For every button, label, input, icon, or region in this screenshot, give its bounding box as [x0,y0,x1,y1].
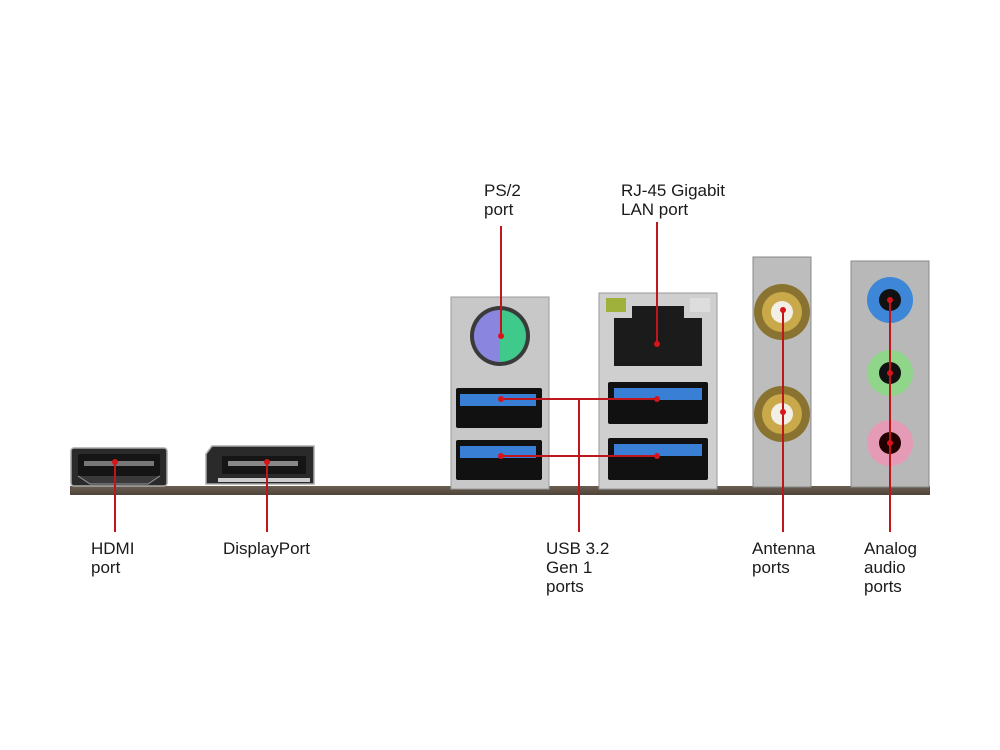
hdmi-leader [114,462,116,532]
audio-dot-1 [887,297,893,303]
usb-dot-1 [498,396,504,402]
displayport-connector [205,445,315,485]
audio-leader [889,300,891,532]
audio-label: Analog audio ports [864,539,917,596]
antenna-label: Antenna ports [752,539,816,577]
rj45-label: RJ-45 Gigabit LAN port [621,181,725,219]
usb-leader-vertical [578,398,580,532]
displayport-dot [264,459,270,465]
audio-dot-3 [887,440,893,446]
ps2-dot [498,333,504,339]
antenna-dot-2 [780,409,786,415]
rj45-leader [656,222,658,344]
usb-label: USB 3.2 Gen 1 ports [546,539,610,596]
usb-dot-3 [498,453,504,459]
motherboard-edge [70,486,930,495]
hdmi-label: HDMI port [91,539,135,577]
rj45-dot [654,341,660,347]
lan-usb-stack [598,292,718,490]
ps2-label: PS/2 port [484,181,521,219]
hdmi-connector [70,447,168,487]
usb-dot-4 [654,453,660,459]
audio-dot-2 [887,370,893,376]
antenna-dot-1 [780,307,786,313]
antenna-leader [782,310,784,532]
hdmi-dot [112,459,118,465]
usb-dot-2 [654,396,660,402]
displayport-label: DisplayPort [223,539,310,558]
ps2-leader [500,226,502,336]
displayport-leader [266,462,268,532]
